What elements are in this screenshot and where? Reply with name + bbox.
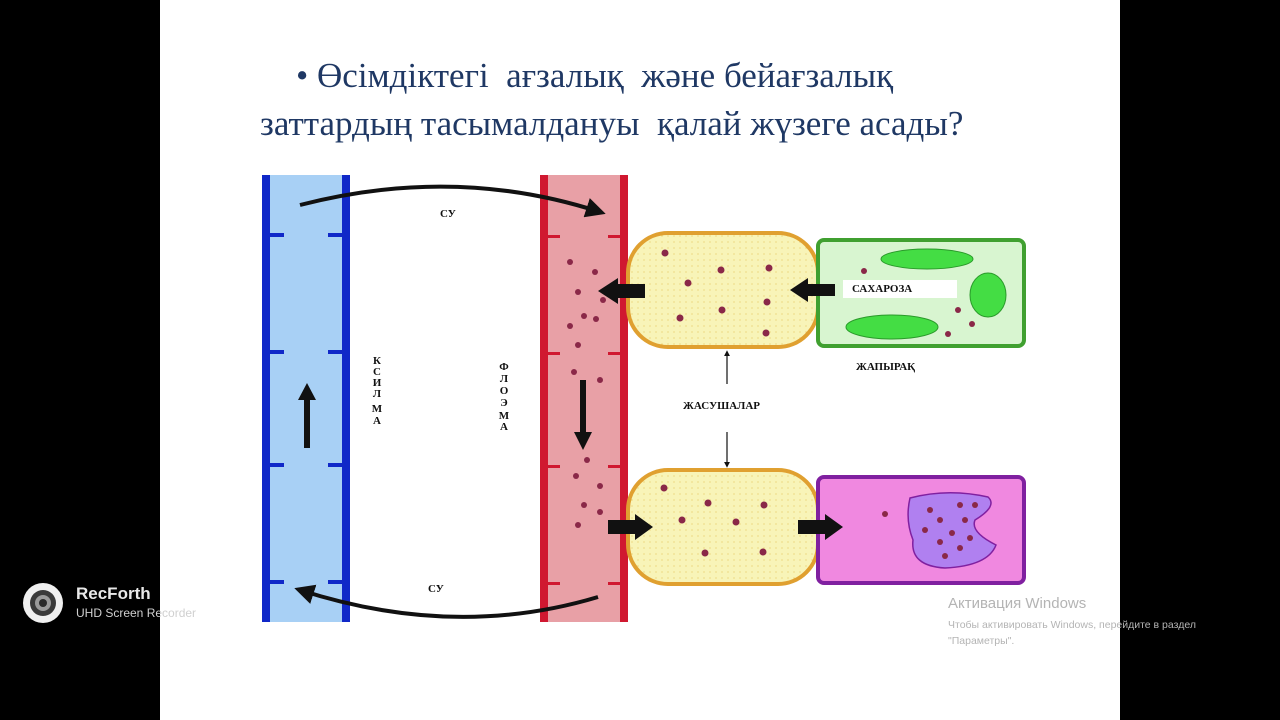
windows-activation-settings: "Параметры". (948, 635, 1014, 647)
windows-activation-message: Чтобы активировать Windows, перейдите в … (948, 619, 1196, 631)
phloem-vertical-label: Ф Л О Э М А (499, 361, 510, 433)
companion-cell-top (628, 233, 818, 347)
companion-cell-bottom (628, 470, 818, 584)
sucrose-label: САХАРОЗА (852, 283, 912, 295)
xylem-vertical-label: К С И Л М А (372, 355, 383, 427)
svg-text:А: А (500, 421, 508, 433)
svg-text:О: О (500, 385, 509, 397)
sink-cell (818, 477, 1024, 583)
recorder-subtitle: UHD Screen Recorder (76, 606, 196, 620)
svg-text:Л: Л (500, 373, 509, 385)
svg-text:А: А (373, 415, 381, 427)
camera-lens-icon (22, 582, 64, 624)
leaf-label: ЖАПЫРАҚ (856, 361, 915, 373)
svg-text:Э: Э (500, 397, 507, 409)
water-bottom-label: СУ (428, 583, 444, 595)
svg-text:М: М (372, 403, 383, 415)
svg-text:Л: Л (373, 388, 382, 400)
cells-label: ЖАСУШАЛАР (683, 400, 760, 412)
leaf-cell (818, 240, 1024, 346)
windows-activation-title: Активация Windows (948, 595, 1086, 612)
svg-text:Ф: Ф (499, 361, 509, 373)
water-top-label: СУ (440, 208, 456, 220)
recorder-name: RecForth (76, 584, 151, 604)
